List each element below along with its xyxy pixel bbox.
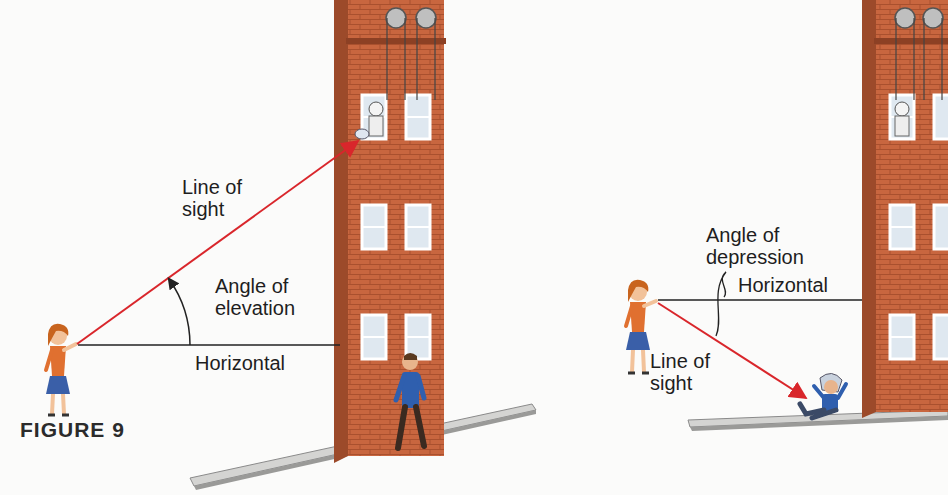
observer: [64, 344, 76, 350]
label: Line of sight: [182, 176, 272, 220]
sitting-person: [824, 380, 838, 394]
pulley: [896, 18, 942, 100]
walking-man: [404, 353, 417, 360]
pulley: [923, 8, 943, 28]
observer: [52, 394, 64, 414]
window-person: [355, 129, 369, 139]
pulley: [387, 18, 435, 100]
sitting-person: [800, 404, 836, 418]
horizontal-line: [78, 344, 340, 346]
observer: [626, 306, 632, 326]
pulley: [416, 8, 436, 28]
pulley: [386, 8, 406, 28]
window-person: [369, 116, 383, 136]
window: [362, 117, 430, 337]
window-person: [895, 116, 909, 136]
sitting-person: [814, 384, 846, 398]
walking-man: [402, 354, 418, 370]
label: Angle of elevation: [215, 275, 315, 319]
observer: [46, 324, 76, 415]
window: [362, 95, 430, 359]
observer: [644, 301, 656, 306]
observer: [46, 350, 52, 370]
pulley: [895, 8, 943, 100]
observer: [48, 324, 68, 346]
pulley: [386, 8, 436, 100]
observer: [626, 332, 650, 350]
observer: [628, 280, 648, 302]
window-person: [355, 102, 383, 139]
label: Horizontal: [195, 352, 285, 374]
observer: [632, 350, 644, 372]
window: [934, 95, 948, 139]
angle-arc: [169, 279, 190, 345]
sitting-person: [800, 373, 846, 418]
window-person: [895, 102, 909, 136]
window: [934, 315, 948, 359]
building: [874, 38, 948, 44]
walking-man: [398, 407, 424, 448]
walking-man: [396, 353, 424, 448]
building: [862, 0, 876, 418]
observer: [48, 414, 69, 417]
window: [890, 95, 948, 359]
building: [346, 38, 446, 44]
label: Line of sight: [650, 350, 740, 394]
window-person: [895, 102, 909, 116]
line-of-sight: [77, 141, 358, 344]
leader-line: [716, 272, 726, 336]
window: [890, 117, 914, 337]
label: Angle of depression: [706, 224, 821, 268]
building: [334, 0, 446, 463]
label: Horizontal: [738, 274, 828, 296]
pulley: [895, 8, 915, 28]
building: [348, 0, 444, 456]
walking-man: [396, 376, 424, 400]
building: [334, 0, 348, 463]
figure-caption: FIGURE 9: [20, 418, 125, 442]
observer: [628, 372, 649, 375]
window-person: [369, 102, 383, 116]
observer: [46, 376, 70, 394]
window: [934, 205, 948, 249]
horizontal-line: [658, 299, 862, 301]
